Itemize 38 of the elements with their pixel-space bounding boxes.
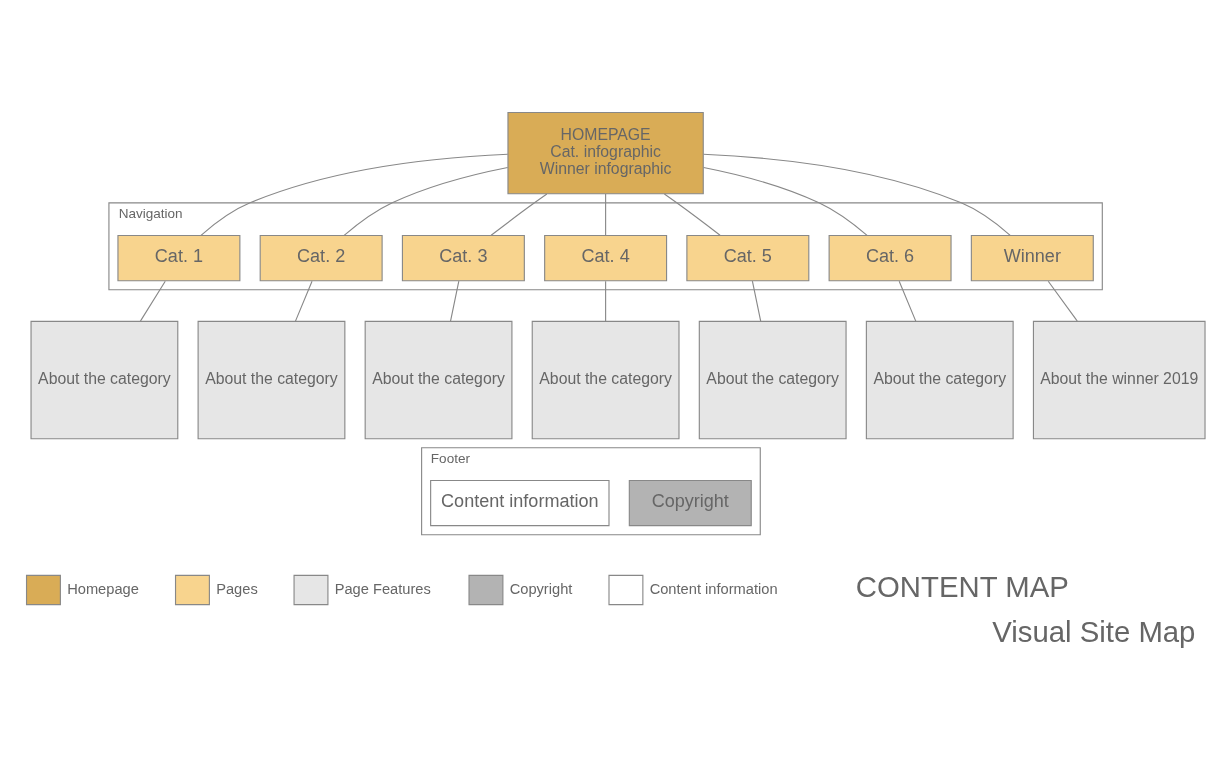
legend-label: Pages <box>216 580 258 597</box>
connector <box>490 193 548 236</box>
connector <box>898 280 917 322</box>
node-box: About the winner 2019 <box>1032 320 1206 440</box>
node-box: Content information <box>430 479 610 527</box>
node-box: Winner <box>970 235 1094 282</box>
connector <box>139 280 166 322</box>
legend-label: Content information <box>649 580 778 597</box>
node-box: Copyright <box>628 479 752 527</box>
connector <box>703 166 868 236</box>
connector <box>605 193 607 237</box>
node-box: Cat. 6 <box>828 235 952 282</box>
node-box: Cat. 1 <box>117 235 241 282</box>
node-box: Cat. 4 <box>544 235 668 282</box>
connector <box>605 280 607 322</box>
connector <box>200 153 509 236</box>
legend-label: Copyright <box>509 580 573 597</box>
node-box: About the category <box>30 320 179 440</box>
label: CONTENT MAP <box>855 570 1069 604</box>
connector <box>1047 280 1078 322</box>
connector <box>449 280 460 322</box>
node-box: Cat. 3 <box>401 235 525 282</box>
node-box: HOMEPAGE Cat. infographic Winner infographic <box>507 111 704 195</box>
connector <box>294 280 313 322</box>
legend-label: Page Features <box>334 580 431 597</box>
node-box: About the category <box>865 320 1014 440</box>
node-box: About the category <box>197 320 346 440</box>
legend-label: Homepage <box>67 580 139 597</box>
connector <box>751 280 762 322</box>
node-box: About the category <box>698 320 847 440</box>
node-box: Cat. 5 <box>686 235 810 282</box>
node-box: About the category <box>531 320 680 440</box>
node-box: Cat. 2 <box>259 235 383 282</box>
connector <box>663 193 721 236</box>
connector <box>702 153 1011 236</box>
node-box: About the category <box>364 320 513 440</box>
diagram-title: Visual Site Map <box>992 614 1196 648</box>
connector <box>343 166 509 236</box>
